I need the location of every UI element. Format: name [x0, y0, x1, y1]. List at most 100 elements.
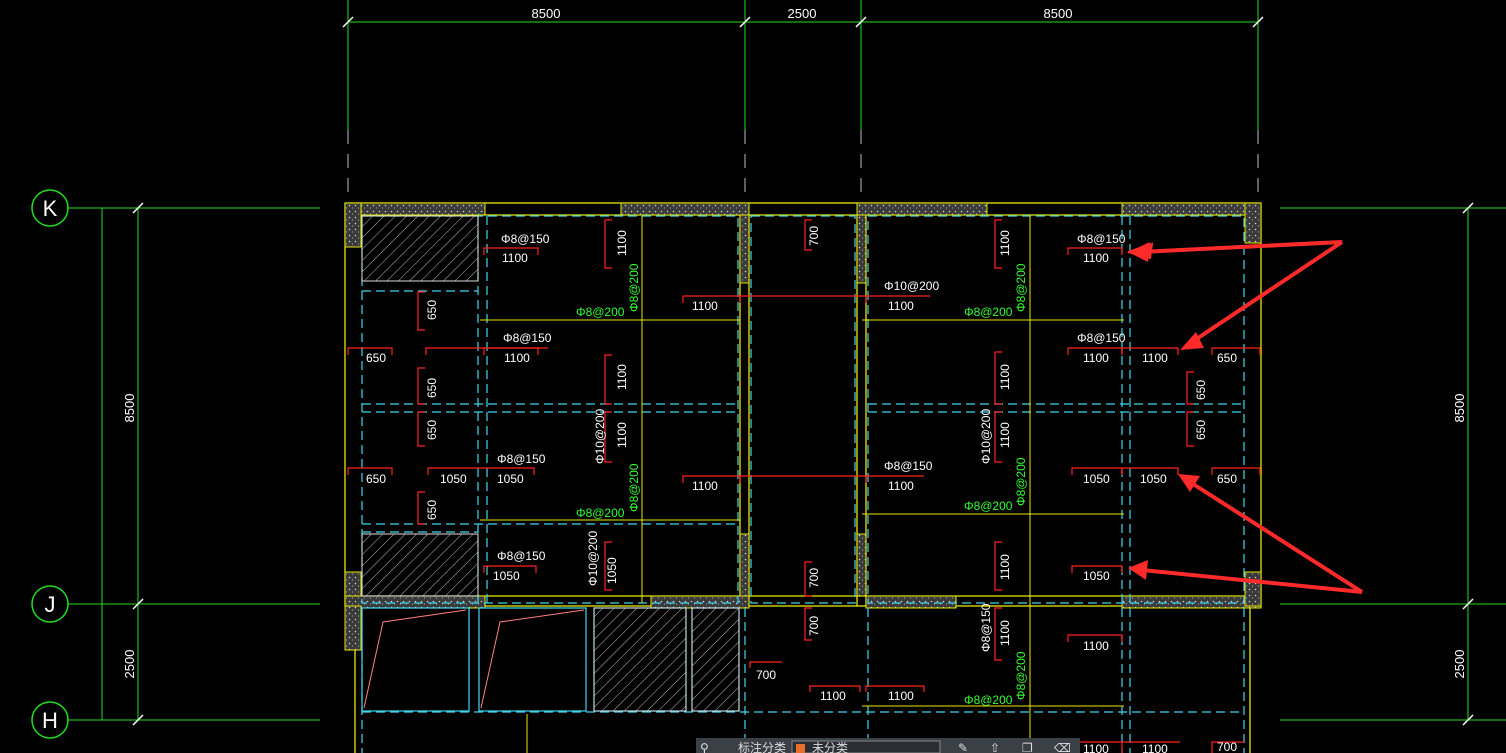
dim-ticks — [132, 16, 1474, 726]
rebar-length-vertical: 1100 — [615, 364, 629, 390]
rebar-length-vertical: 650 — [425, 500, 439, 520]
hatched-areas — [361, 215, 740, 712]
concrete-walls — [344, 202, 1262, 651]
rebar-spec: Φ8@150 — [884, 459, 933, 473]
axis-grid — [68, 0, 1506, 721]
rebar-length: 1100 — [1142, 351, 1168, 365]
rebar-marks — [347, 219, 1261, 753]
rebar-length: 1100 — [1083, 351, 1109, 365]
copy-icon[interactable]: ❐ — [1022, 741, 1033, 753]
slab-dash-lines — [361, 215, 1245, 753]
rebar-length: 1100 — [504, 351, 530, 365]
rebar-length-vertical: 1100 — [998, 422, 1012, 448]
dropdown-value: 未分类 — [812, 741, 848, 753]
rebar-length-vertical: 1100 — [615, 422, 629, 448]
color-swatch — [796, 744, 805, 753]
rebar-length: 1100 — [888, 479, 914, 493]
rebar-length: 1100 — [1083, 639, 1109, 653]
rebar-spec: Φ8@150 — [497, 549, 546, 563]
rebar-spec-vertical: Φ10@200 — [979, 409, 993, 464]
green-spec-vertical: Φ8@200 — [1014, 263, 1028, 312]
left-dim-upper: 8500 — [122, 394, 137, 423]
green-spec: Φ8@200 — [964, 693, 1013, 707]
edit-icon[interactable]: ✎ — [958, 741, 968, 753]
top-dim-1: 8500 — [532, 6, 561, 21]
stair-lines — [363, 609, 585, 709]
rebar-length: 700 — [1217, 740, 1237, 753]
rebar-length-vertical: 1050 — [605, 557, 619, 584]
green-spec: Φ8@200 — [576, 305, 625, 319]
green-spec: Φ8@200 — [964, 499, 1013, 513]
rebar-length: 1100 — [692, 479, 718, 493]
rebar-length: 1100 — [1083, 742, 1109, 753]
rebar-length-vertical: 650 — [1194, 420, 1208, 440]
rebar-length: 1100 — [502, 251, 528, 265]
delete-icon[interactable]: ⌫ — [1053, 741, 1071, 753]
rebar-length-vertical: 1100 — [998, 554, 1012, 580]
annotation-arrows — [1127, 240, 1364, 594]
corridor-labels: 700 700 700 700 1100 — [756, 226, 846, 703]
rebar-length-vertical: 650 — [1194, 380, 1208, 400]
axis-k-label: K — [43, 196, 58, 221]
axis-bubble-h[interactable]: H — [31, 701, 69, 739]
rebar-spec: Φ8@150 — [1077, 232, 1126, 246]
left-block-labels: Φ8@150 1100 Φ8@150 1100 Φ8@150 1050 Φ8@1… — [366, 230, 718, 586]
rebar-length: 1100 — [888, 299, 914, 313]
rebar-length: 650 — [366, 351, 386, 365]
bottom-toolbar[interactable]: ⚲ 标注分类 未分类 ✎ ⇧ ❐ ⌫ — [696, 738, 1080, 753]
right-dim-upper: 8500 — [1452, 394, 1467, 423]
rebar-spec: Φ8@150 — [503, 331, 552, 345]
left-dim-lower: 2500 — [122, 650, 137, 679]
axis-h-label: H — [42, 708, 58, 733]
rebar-spec-vertical: Φ10@200 — [586, 531, 600, 586]
rebar-length: 1050 — [1140, 472, 1167, 486]
rebar-length: 650 — [1217, 472, 1237, 486]
rebar-length: 1050 — [1083, 472, 1110, 486]
wall-outline — [344, 202, 1262, 753]
top-dim-2: 2500 — [788, 6, 817, 21]
upload-icon[interactable]: ⇧ — [990, 741, 1000, 753]
rebar-length: 1050 — [440, 472, 467, 486]
rebar-length: 1100 — [820, 689, 846, 703]
rebar-length-vertical: 1100 — [998, 364, 1012, 390]
green-spec-vertical: Φ8@200 — [627, 463, 641, 512]
rebar-length-vertical: 1100 — [998, 230, 1012, 256]
right-dim-lower: 2500 — [1452, 650, 1467, 679]
green-spec-vertical: Φ8@200 — [1014, 651, 1028, 700]
green-spec: Φ8@200 — [964, 305, 1013, 319]
layer-icon: ⚲ — [700, 741, 709, 753]
beam-lines — [480, 216, 1124, 753]
rebar-length-vertical: 1100 — [998, 620, 1012, 646]
top-dim-3: 8500 — [1044, 6, 1073, 21]
right-block-labels: Φ10@200 1100 Φ8@150 1100 Φ8@150 1100 Φ8@… — [884, 230, 1237, 753]
green-spec-vertical: Φ8@200 — [1014, 457, 1028, 506]
rebar-length: 1100 — [1083, 251, 1109, 265]
rebar-length-vertical: 700 — [807, 226, 821, 246]
rebar-length-vertical: 650 — [425, 300, 439, 320]
axis-bubble-j[interactable]: J — [31, 585, 69, 623]
rebar-length: 1050 — [497, 472, 524, 486]
rebar-length: 1050 — [493, 569, 520, 583]
rebar-length-vertical: 650 — [425, 420, 439, 440]
rebar-spec-vertical: Φ8@150 — [979, 603, 993, 652]
green-spec: Φ8@200 — [576, 506, 625, 520]
axis-bubble-k[interactable]: K — [31, 189, 69, 227]
toolbar-label: 标注分类 — [738, 740, 786, 753]
rebar-spec: Φ8@150 — [501, 232, 550, 246]
rebar-length: 1050 — [1083, 569, 1110, 583]
rebar-length: 650 — [366, 472, 386, 486]
rebar-length-vertical: 650 — [425, 378, 439, 398]
axis-j-label: J — [45, 592, 56, 617]
rebar-length-vertical: 700 — [807, 616, 821, 636]
rebar-length: 1100 — [692, 299, 718, 313]
category-dropdown[interactable]: 未分类 — [791, 740, 941, 753]
rebar-spec-vertical: Φ10@200 — [593, 409, 607, 464]
rebar-length: 650 — [1217, 351, 1237, 365]
rebar-spec: Φ10@200 — [884, 279, 939, 293]
rebar-length: 700 — [756, 668, 776, 682]
rebar-spec: Φ8@150 — [497, 452, 546, 466]
rebar-length: 1100 — [888, 689, 914, 703]
axis-dashes — [347, 130, 1259, 200]
rebar-length-vertical: 1100 — [615, 230, 629, 256]
